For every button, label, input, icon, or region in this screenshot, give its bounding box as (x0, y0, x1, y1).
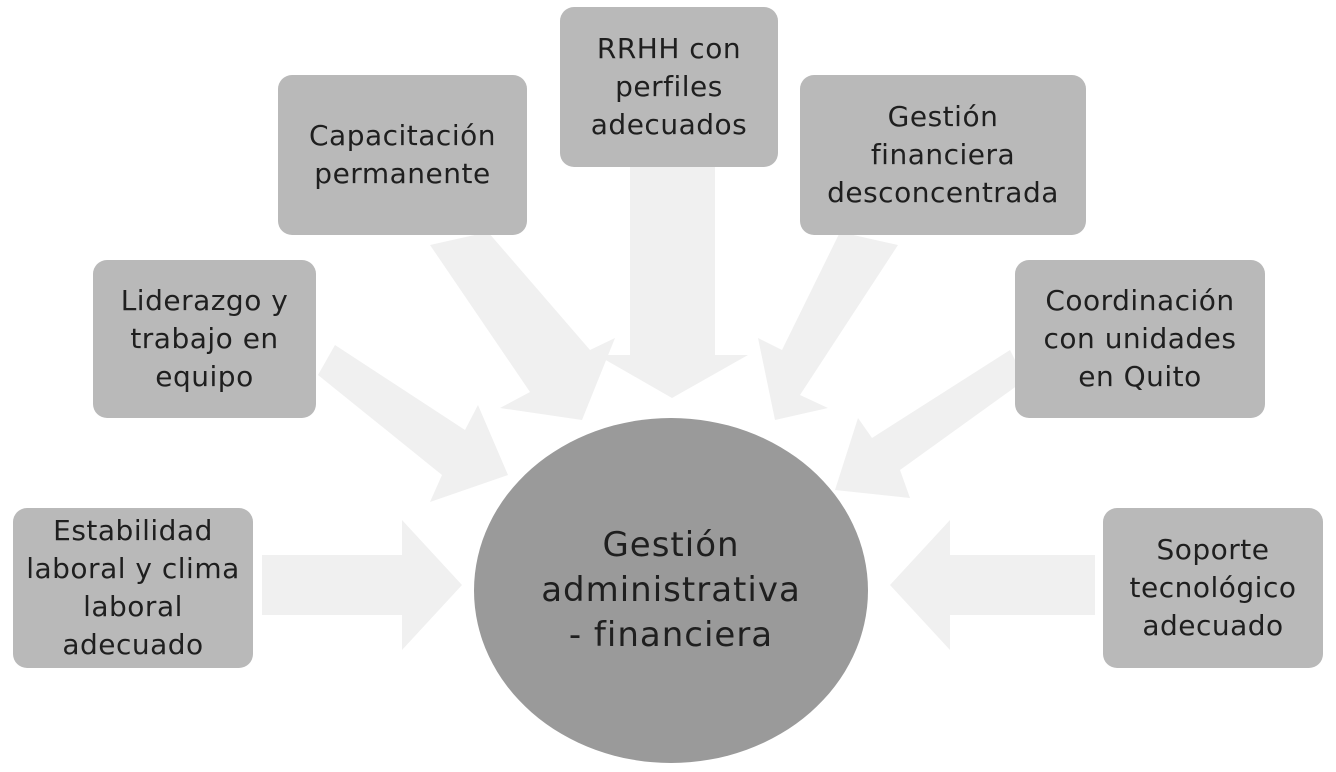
node-gestion-financiera: Gestión financiera desconcentrada (800, 75, 1086, 235)
arrow-gestion-financiera (758, 232, 898, 420)
arrow-liderazgo (318, 345, 508, 502)
node-liderazgo: Liderazgo y trabajo en equipo (93, 260, 316, 418)
node-coordinacion: Coordinación con unidades en Quito (1015, 260, 1265, 418)
node-rrhh: RRHH con perfiles adecuados (560, 7, 778, 167)
arrow-soporte (890, 520, 1095, 650)
node-capacitacion: Capacitación permanente (278, 75, 527, 235)
arrow-coordinacion (835, 350, 1025, 498)
node-soporte: Soporte tecnológico adecuado (1103, 508, 1323, 668)
arrow-estabilidad (262, 520, 462, 650)
center-node: Gestión administrativa - financiera (474, 418, 868, 763)
arrow-capacitacion (430, 232, 615, 420)
node-estabilidad: Estabilidad laboral y clima laboral adec… (13, 508, 253, 668)
arrow-rrhh (597, 165, 748, 398)
